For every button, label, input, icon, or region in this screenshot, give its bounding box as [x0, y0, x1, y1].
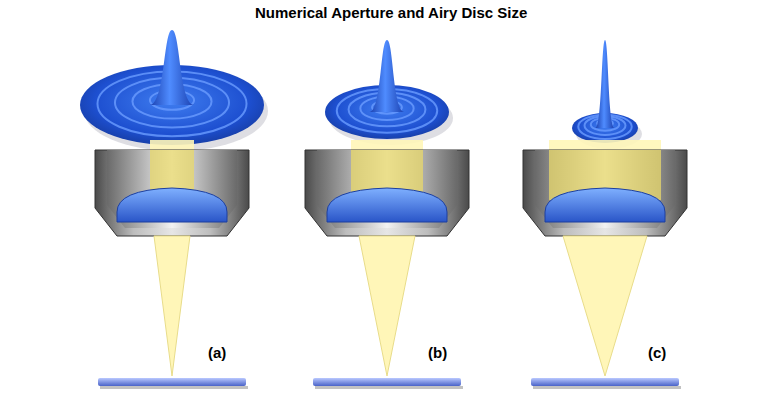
specimen-slide	[531, 378, 679, 386]
light-cone	[563, 236, 647, 376]
diagram-title: Numerical Aperture and Airy Disc Size	[255, 4, 527, 21]
light-cone	[154, 236, 190, 376]
housing-inner	[317, 150, 457, 228]
objective-housing	[305, 150, 469, 236]
specimen-slide	[98, 378, 246, 386]
objective-housing	[95, 150, 249, 236]
housing-inner	[107, 150, 237, 228]
airy-peak	[150, 30, 195, 105]
objective-lens	[545, 188, 665, 222]
panel-label: (c)	[648, 344, 666, 361]
panel-label: (a)	[208, 344, 226, 361]
light-cone	[359, 236, 415, 376]
objective-housing	[523, 150, 687, 236]
specimen-slide	[313, 378, 461, 386]
airy-peak	[369, 40, 404, 112]
airy-peak	[595, 40, 614, 128]
slide-shadow	[533, 386, 681, 389]
objective-lens	[117, 188, 227, 222]
slide-shadow	[315, 386, 463, 389]
panel-label: (b)	[428, 344, 447, 361]
objective-lens	[327, 188, 447, 222]
housing-inner	[535, 150, 675, 228]
slide-shadow	[100, 386, 248, 389]
